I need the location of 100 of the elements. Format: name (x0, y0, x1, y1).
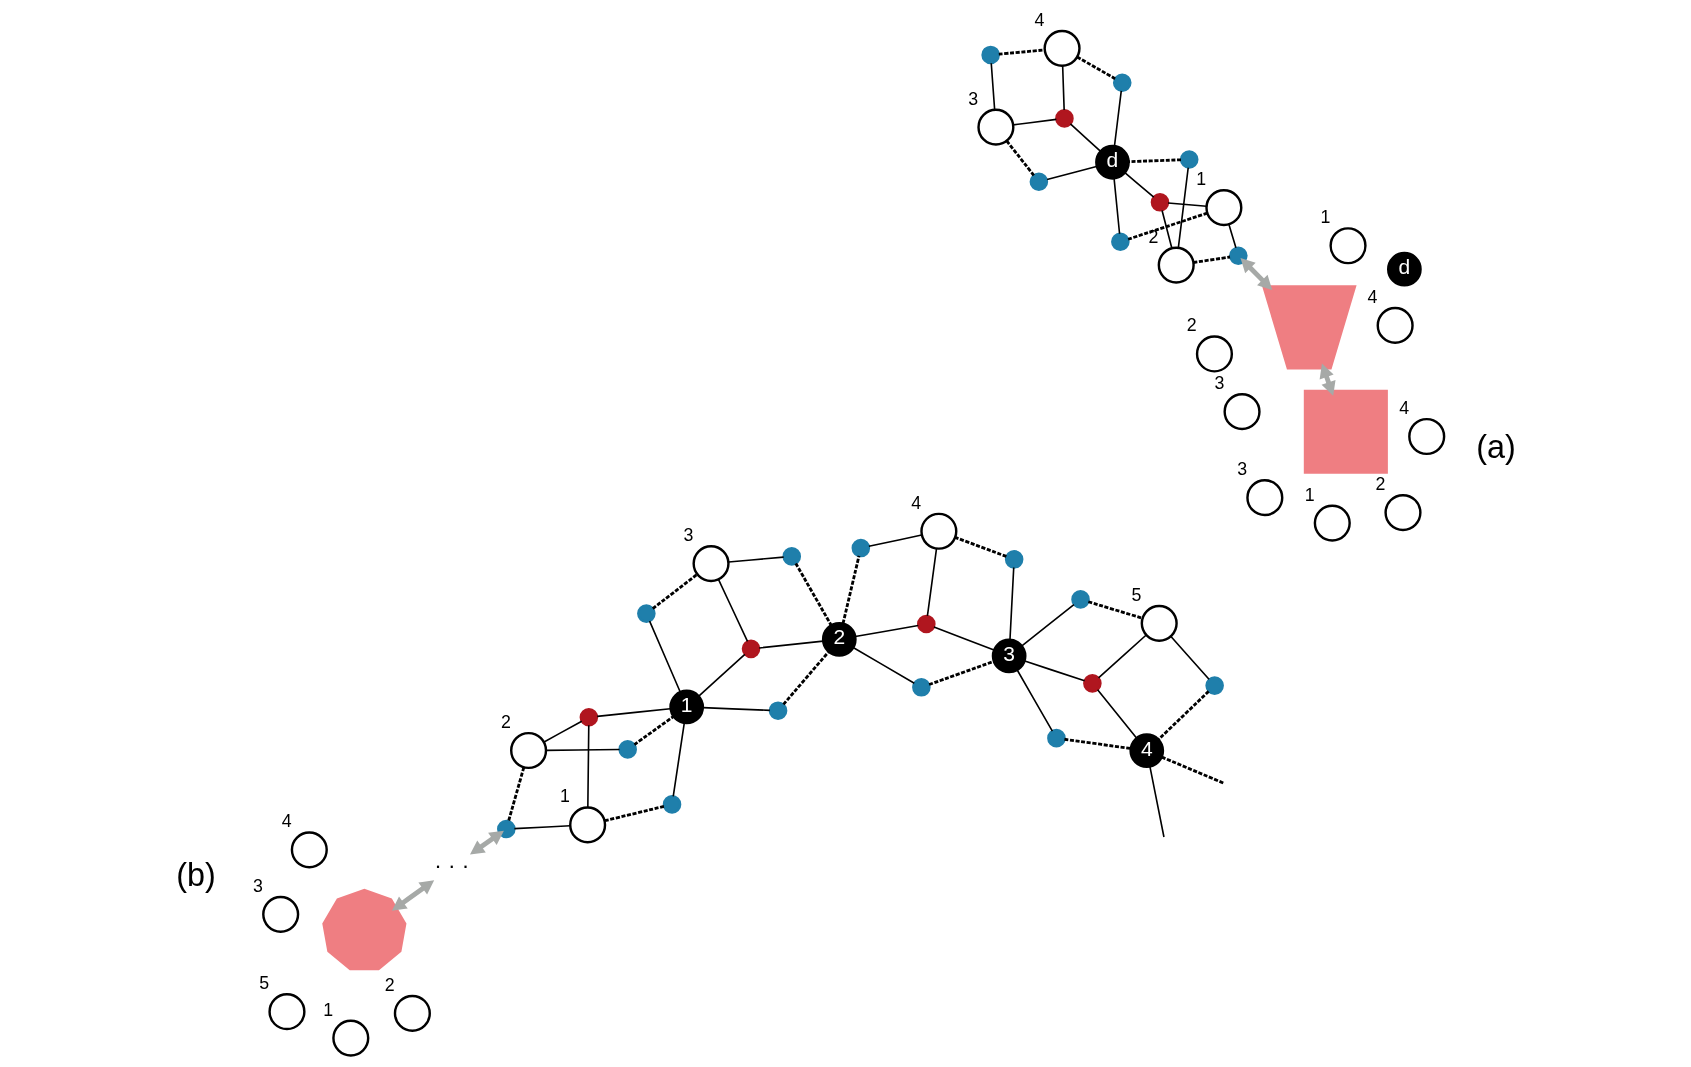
connector (1160, 209, 1173, 249)
connector (853, 624, 919, 638)
connector (1113, 90, 1122, 147)
connector (841, 555, 860, 624)
connector (1023, 660, 1085, 682)
node-circle (741, 639, 760, 659)
connector (932, 626, 995, 651)
connector (697, 653, 746, 697)
connector (1157, 690, 1210, 741)
node-circle (1328, 227, 1367, 265)
node-label: 3 (967, 88, 978, 109)
connector (542, 720, 583, 743)
node-circle (1112, 73, 1132, 93)
node-circle (636, 604, 656, 623)
connector (1128, 158, 1181, 164)
node-circle (267, 993, 306, 1031)
node-circle (1070, 590, 1090, 609)
node-bowtie (1261, 285, 1357, 370)
connector (651, 573, 698, 610)
arrow (469, 830, 504, 855)
connector (1016, 669, 1053, 732)
connector (1008, 566, 1015, 641)
node-circle (1383, 493, 1422, 532)
node-circle (1313, 504, 1351, 542)
connector (1123, 172, 1155, 198)
connector (1076, 55, 1116, 80)
label: (b) (175, 856, 216, 893)
node-circle (781, 547, 801, 566)
node-label: 2 (500, 711, 511, 732)
node-label: 1 (322, 999, 333, 1020)
connector (1061, 64, 1065, 111)
node-label: 2 (384, 974, 395, 995)
node-circle (1140, 604, 1178, 642)
node-circle (916, 614, 936, 634)
node-circle (1082, 674, 1102, 693)
node-label: 3 (1213, 373, 1224, 394)
node-circle (1376, 306, 1414, 345)
node-circle (1204, 189, 1242, 227)
connector (1166, 202, 1207, 207)
connector (1169, 635, 1210, 681)
node-circle (980, 45, 1000, 65)
node-circle (1228, 246, 1248, 266)
connector (544, 748, 620, 752)
connector (1011, 118, 1057, 126)
node-circle (579, 707, 598, 727)
connector (1177, 166, 1189, 249)
node-label: 4 (281, 811, 292, 832)
arrow (1319, 363, 1336, 396)
connector (757, 640, 824, 649)
node-circle (662, 795, 681, 814)
node-circle (768, 701, 787, 720)
connector (603, 805, 664, 823)
node-circle (496, 819, 516, 839)
arrow (1239, 257, 1272, 291)
connector (671, 722, 685, 798)
connector (1160, 755, 1225, 785)
connector (1063, 737, 1131, 750)
connector (1148, 765, 1165, 838)
node-circle (911, 678, 931, 697)
node-label: 1 (1304, 484, 1315, 505)
node-label: 5 (1131, 584, 1142, 605)
node-circle (1222, 393, 1261, 431)
node-text: · · · (433, 853, 469, 878)
node-circle (331, 1019, 369, 1057)
node-circle (1004, 550, 1023, 569)
connector (648, 620, 681, 693)
node-circle: 3 (991, 638, 1026, 674)
connector (717, 578, 748, 643)
node-circle: 4 (1128, 733, 1164, 769)
node-circle (1042, 29, 1081, 67)
node-circle (509, 731, 547, 770)
node-circle (1046, 728, 1066, 748)
connector (633, 715, 674, 746)
label: (a) (1475, 428, 1516, 465)
node-label: 1 (559, 786, 570, 807)
connector (506, 767, 525, 822)
connector (928, 660, 994, 686)
connector (954, 536, 1007, 558)
connector (1097, 634, 1147, 679)
connector (1005, 140, 1035, 177)
connector (1112, 177, 1120, 235)
node-circle (1157, 246, 1195, 284)
connector (727, 556, 784, 563)
node-circle (1245, 479, 1283, 517)
node-circle (1179, 150, 1198, 169)
connector (595, 707, 671, 718)
connector (1045, 165, 1097, 181)
node-circle (851, 538, 870, 558)
arrow (391, 880, 434, 911)
connector (998, 48, 1045, 56)
node-label: 2 (1374, 474, 1385, 494)
node-circle (1195, 335, 1233, 373)
node-circle (976, 108, 1014, 146)
node-circle (1029, 172, 1048, 192)
node-circle (1054, 109, 1074, 128)
node-label: 4 (1367, 286, 1377, 307)
connector (794, 562, 832, 626)
node-circle (290, 831, 328, 869)
node-circle (919, 512, 957, 550)
node-label: 1 (1319, 207, 1330, 228)
